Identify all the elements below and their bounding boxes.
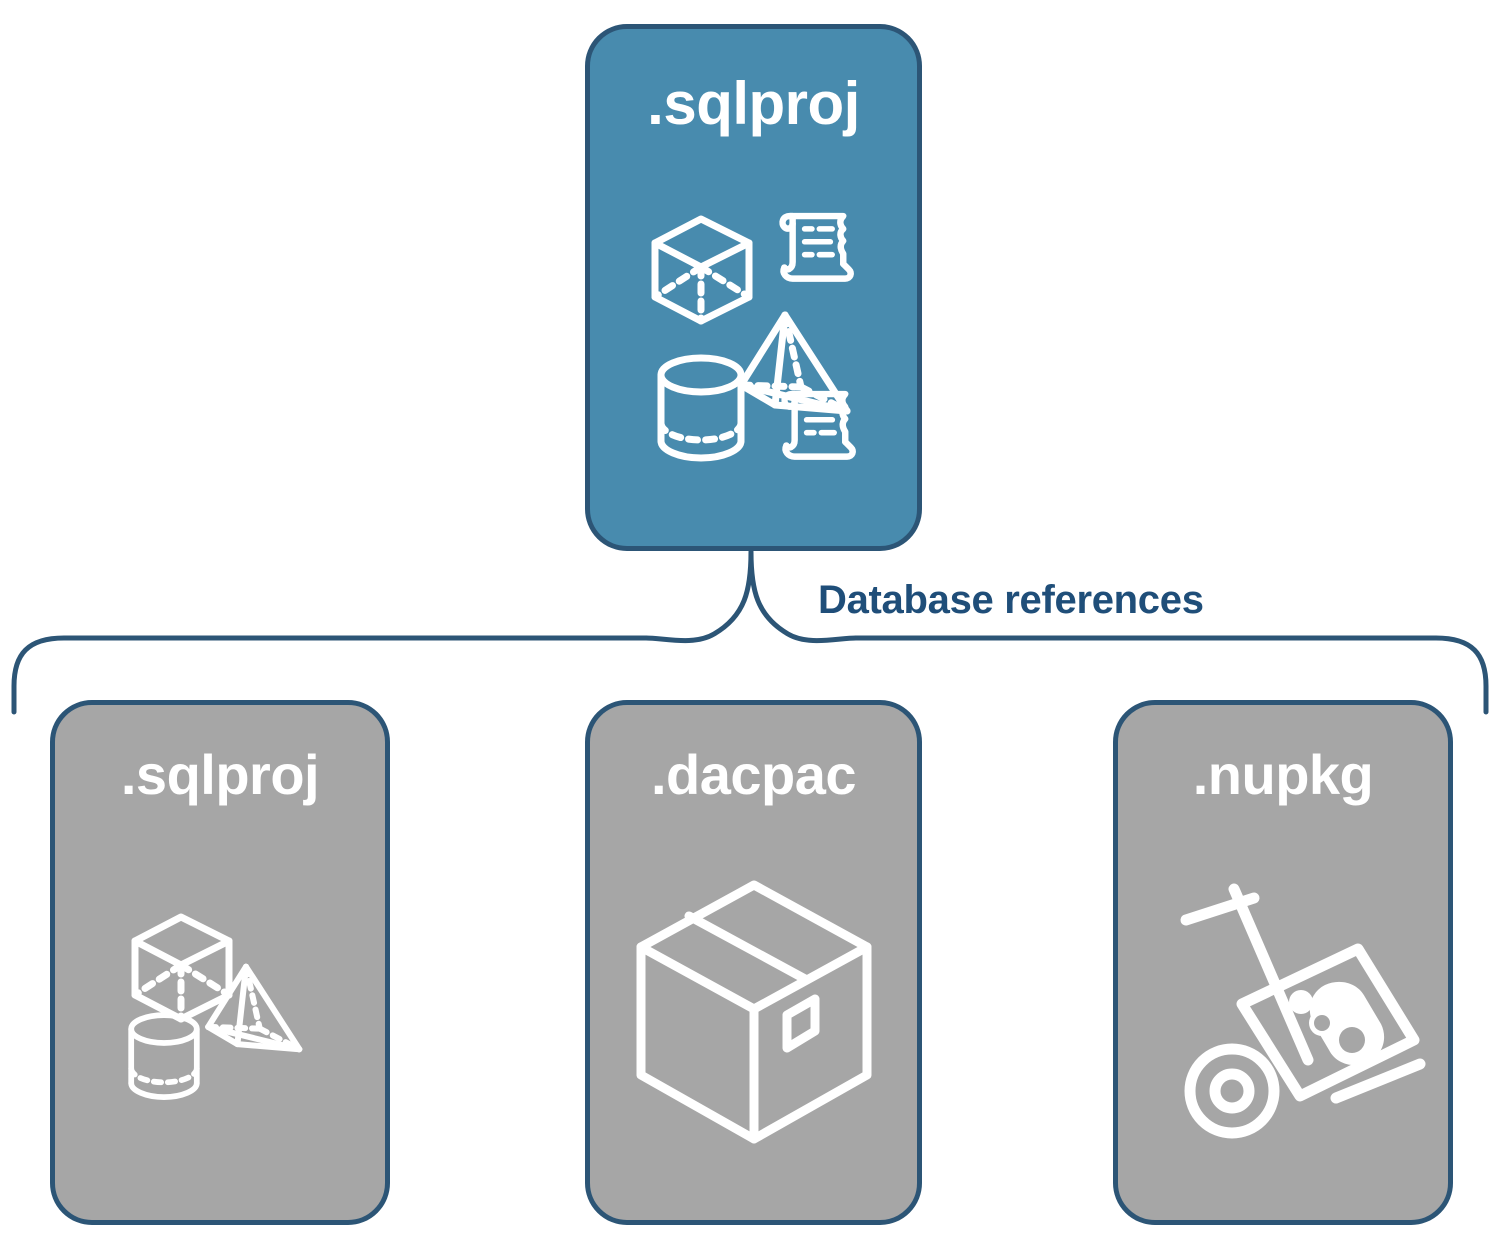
card-title: .sqlproj <box>647 70 860 137</box>
hand-truck-package-icon <box>1180 883 1426 1139</box>
child-sqlproj-icon-group <box>55 803 385 1220</box>
nuget-logo-holes <box>1314 1015 1365 1053</box>
node-card-root-sqlproj[interactable]: .sqlproj <box>585 24 922 551</box>
wireframe-cylinder-icon <box>657 354 744 462</box>
script-scroll-icon <box>780 390 856 460</box>
dolly-wheel <box>1184 1043 1280 1139</box>
child-dacpac-icon-group <box>590 803 917 1220</box>
child-nupkg-icon-group <box>1118 803 1448 1220</box>
shipping-box-icon <box>636 880 871 1143</box>
node-card-child-dacpac[interactable]: .dacpac <box>585 700 922 1225</box>
card-title: .sqlproj <box>120 743 320 806</box>
wireframe-pyramid-icon <box>205 963 303 1052</box>
dolly-toe-plate <box>1330 1058 1426 1104</box>
wireframe-cube-icon <box>651 215 752 325</box>
card-title: .dacpac <box>650 743 857 806</box>
root-icon-group <box>590 134 917 546</box>
dolly-shaft <box>1228 883 1314 1066</box>
node-card-child-sqlproj[interactable]: .sqlproj <box>50 700 390 1225</box>
script-scroll-icon <box>778 212 854 282</box>
node-card-child-nupkg[interactable]: .nupkg <box>1113 700 1453 1225</box>
brace-label: Database references <box>818 578 1204 622</box>
wireframe-cube-icon <box>131 913 233 1022</box>
brace-left-curve <box>643 549 754 644</box>
card-title: .nupkg <box>1192 743 1374 806</box>
database-objects-icon <box>128 913 303 1100</box>
wireframe-cylinder-icon <box>128 1011 200 1100</box>
database-objects-icon <box>651 212 856 462</box>
package-box <box>1236 943 1420 1102</box>
